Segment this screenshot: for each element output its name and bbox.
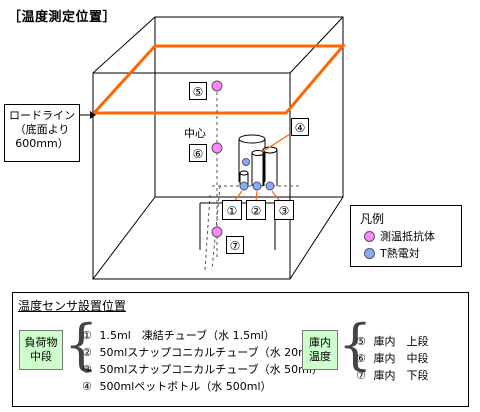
sensor-dot-7 [211, 226, 223, 238]
thermo-dot-2 [252, 181, 262, 191]
sensor-item-6: ⑥ 庫内 中段 [356, 350, 429, 366]
page-title: ［温度測定位置］ [8, 10, 117, 25]
sensor-item-1: ① 1.5ml 凍結チューブ（水 1.5ml） [82, 327, 275, 343]
thermo-dot-3 [265, 181, 275, 191]
center-label: 中心 [184, 127, 206, 140]
sensor-item-2: ② 50mlスナップコニカルチューブ（水 20ml） [82, 344, 323, 360]
sensor-dot-5 [211, 80, 223, 92]
sensor-item-6-text: 庫内 中段 [373, 352, 429, 365]
sensor-item-4-num: ④ [82, 380, 92, 393]
bottle-top [238, 134, 266, 144]
group-load-brace: { [64, 313, 99, 376]
load-line-text-2: （底面より [14, 123, 70, 136]
load-line-label: ロードライン （底面より 600mm） [4, 104, 80, 162]
group-chamber-text-2: 温度 [309, 350, 331, 363]
edge-top-left [92, 16, 156, 74]
sensor-item-2-text: 50mlスナップコニカルチューブ（水 20ml） [99, 346, 323, 359]
group-load-text-1: 負荷物 [24, 336, 58, 349]
sensor-panel [12, 292, 469, 407]
sensor-item-3-text: 50mlスナップコニカルチューブ（水 50ml） [99, 363, 323, 376]
sensor-item-1-text: 1.5ml 凍結チューブ（水 1.5ml） [99, 329, 275, 342]
sensor-item-3: ③ 50mlスナップコニカルチューブ（水 50ml） [82, 361, 323, 377]
sensor-item-7-num: ⑦ [356, 369, 366, 382]
sensor-item-5-text: 庫内 上段 [373, 335, 429, 348]
load-line-text-1: ロードライン [9, 109, 75, 122]
thermo-dot-4 [242, 158, 250, 166]
sensor-item-4-text: 500mlペットボトル（水 500ml） [99, 380, 272, 393]
marker-7: ⑦ [226, 236, 244, 254]
front-face [92, 72, 291, 280]
sensor-panel-title: 温度センサ設置位置 [18, 299, 127, 313]
group-load-text-2: 中段 [30, 350, 52, 363]
thermocouple-dot-icon [364, 247, 375, 259]
rtd-dot-icon [364, 230, 375, 242]
legend-item-rtd: 測温抵抗体 [364, 228, 435, 244]
group-chamber-label: 庫内 温度 [302, 330, 338, 370]
sensor-item-4: ④ 500mlペットボトル（水 500ml） [82, 378, 272, 394]
group-chamber-brace: { [338, 313, 373, 376]
sensor-item-5-num: ⑤ [356, 335, 366, 348]
marker-2: ② [246, 200, 266, 220]
legend-item-thermocouple: T熱電対 [364, 245, 420, 261]
arrow-to-4 [261, 133, 291, 153]
sensor-item-2-num: ② [82, 346, 92, 359]
load-line-text-3: 600mm） [15, 137, 69, 150]
group-load-label: 負荷物 中段 [19, 330, 63, 370]
sensor-dot-6 [211, 142, 223, 154]
group-chamber-text-1: 庫内 [309, 336, 331, 349]
sensor-item-6-num: ⑥ [356, 352, 366, 365]
legend-title: 凡例 [360, 212, 385, 226]
sensor-item-7-text: 庫内 下段 [373, 369, 429, 382]
tube-1-top [239, 170, 249, 176]
sensor-item-5: ⑤ 庫内 上段 [356, 333, 429, 349]
back-face [154, 16, 344, 198]
marker-5: ⑤ [189, 82, 207, 100]
load-line-arrowhead [90, 111, 96, 119]
marker-3: ③ [274, 200, 294, 220]
marker-6: ⑥ [189, 144, 207, 162]
legend-label-thermocouple: T熱電対 [380, 247, 420, 260]
floor-dash-2 [204, 194, 211, 271]
edge-bottom-left [92, 196, 156, 280]
sensor-item-7: ⑦ 庫内 下段 [356, 367, 429, 383]
edge-bottom-right [289, 196, 344, 280]
marker-1: ① [222, 200, 242, 220]
legend-label-rtd: 測温抵抗体 [380, 230, 435, 243]
sensor-item-1-num: ① [82, 329, 92, 342]
load-line-plane [90, 44, 347, 115]
freezer-diagram [80, 16, 347, 280]
marker-4: ④ [291, 118, 309, 136]
thermo-dot-1 [239, 181, 249, 191]
sensor-item-3-num: ③ [82, 363, 92, 376]
